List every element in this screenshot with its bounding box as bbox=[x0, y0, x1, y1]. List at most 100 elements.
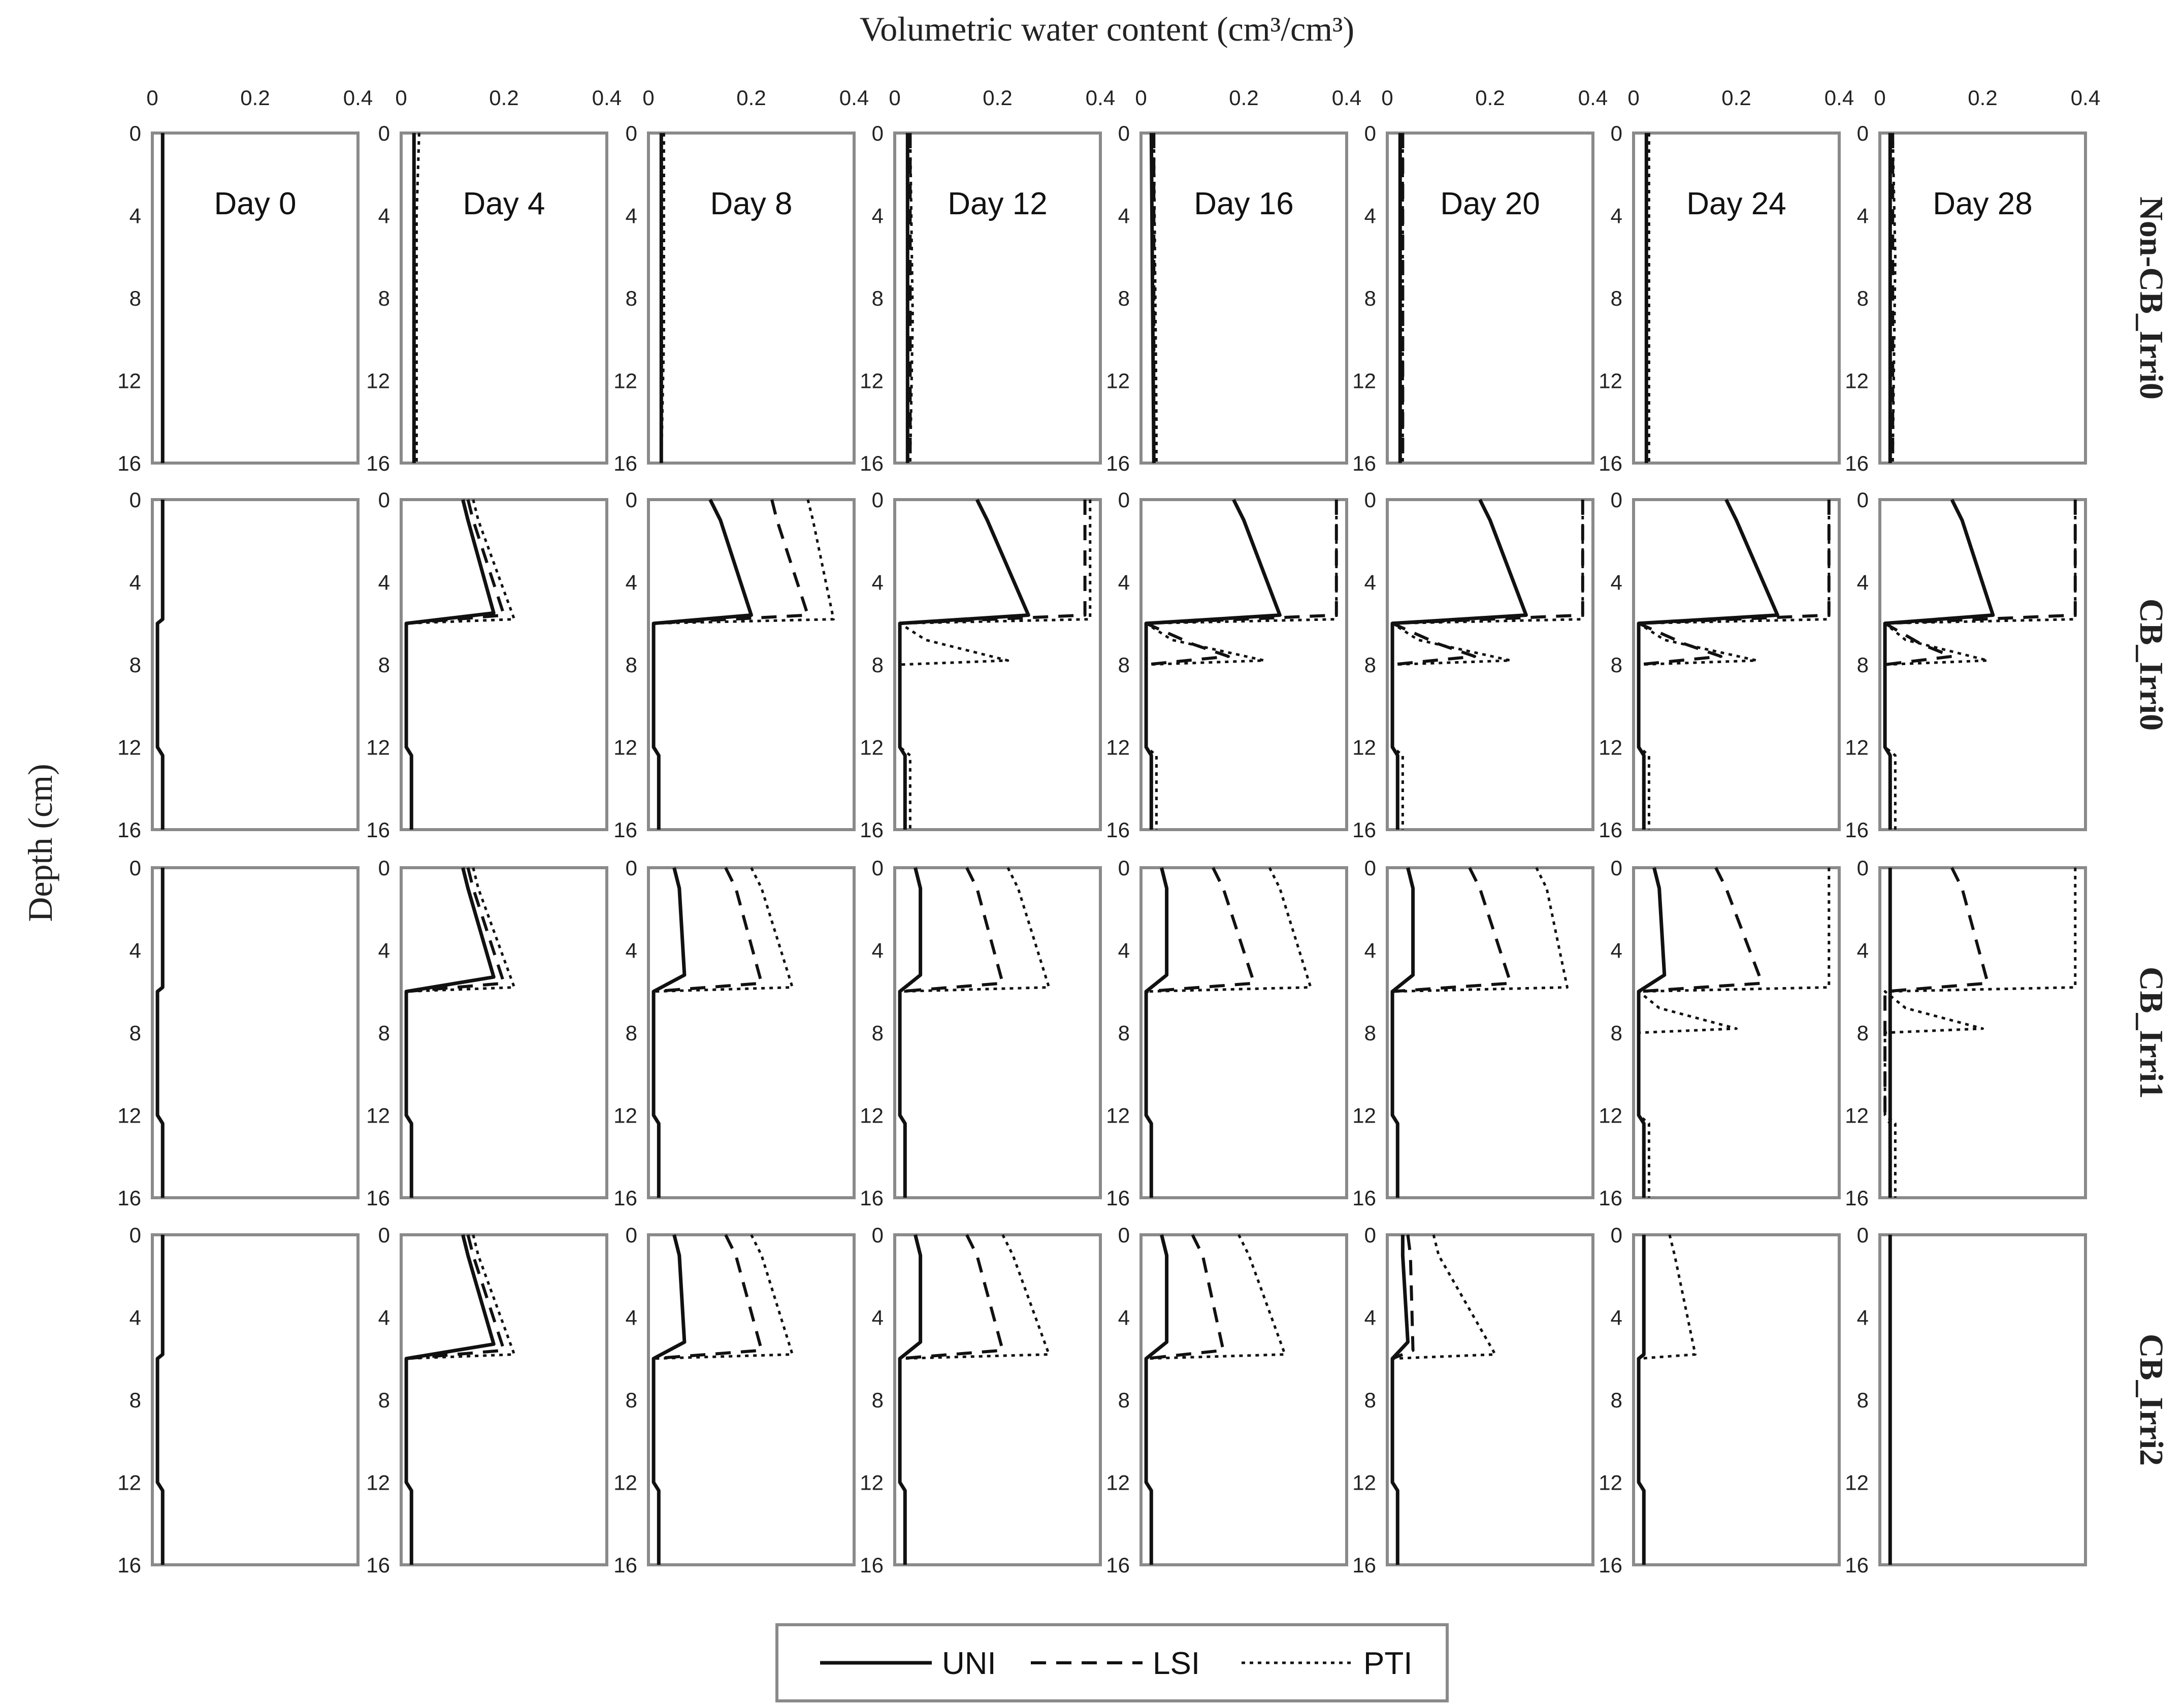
y-tick-label: 4 bbox=[1611, 939, 1622, 963]
y-tick-label: 8 bbox=[129, 286, 141, 310]
panel-title: Day 28 bbox=[1933, 186, 2032, 221]
x-tick-label: 0 bbox=[395, 86, 407, 110]
series-line-uni bbox=[1390, 1235, 1410, 1565]
x-tick-label: 0.4 bbox=[839, 86, 869, 110]
y-tick-label: 4 bbox=[1857, 571, 1869, 595]
y-tick-label: 4 bbox=[1364, 204, 1376, 228]
y-tick-label: 12 bbox=[1352, 369, 1376, 393]
series-line-pti bbox=[898, 500, 1092, 830]
x-tick-label: 0.4 bbox=[1578, 86, 1608, 110]
y-tick-label: 8 bbox=[872, 1021, 884, 1045]
series-line-uni bbox=[1637, 499, 1779, 830]
y-tick-label: 4 bbox=[1857, 1306, 1869, 1330]
row-label: CB_Irri2 bbox=[2133, 1334, 2170, 1466]
panel-frame bbox=[1878, 1233, 2087, 1566]
y-tick-label: 0 bbox=[378, 488, 390, 512]
panel-frame bbox=[1139, 866, 1348, 1199]
y-tick-label: 16 bbox=[1599, 451, 1622, 475]
y-tick-label: 8 bbox=[626, 1388, 637, 1412]
x-tick-label: 0 bbox=[1627, 86, 1639, 110]
y-tick-label: 8 bbox=[626, 653, 637, 677]
series-line-uni bbox=[404, 1234, 496, 1565]
y-tick-label: 8 bbox=[1364, 1388, 1376, 1412]
y-tick-label: 16 bbox=[613, 1186, 637, 1210]
y-tick-label: 12 bbox=[1599, 1471, 1622, 1495]
series-line-uni bbox=[1144, 499, 1282, 830]
y-tick-label: 8 bbox=[1857, 653, 1869, 677]
y-tick-label: 8 bbox=[626, 286, 637, 310]
y-tick-label: 4 bbox=[1118, 939, 1130, 963]
y-tick-label: 8 bbox=[1118, 653, 1130, 677]
series-line-pti bbox=[1637, 500, 1831, 830]
y-tick-label: 12 bbox=[860, 369, 884, 393]
y-tick-label: 16 bbox=[1599, 818, 1622, 842]
y-tick-label: 8 bbox=[1611, 286, 1622, 310]
panel-title: Day 4 bbox=[463, 186, 545, 221]
y-tick-label: 0 bbox=[872, 488, 884, 512]
panel-title: Day 20 bbox=[1440, 186, 1540, 221]
panel-title: Day 24 bbox=[1686, 186, 1786, 221]
y-tick-label: 16 bbox=[613, 451, 637, 475]
y-tick-label: 16 bbox=[613, 1553, 637, 1577]
y-tick-label: 8 bbox=[129, 1388, 141, 1412]
series-line-pti bbox=[415, 133, 420, 463]
y-tick-label: 4 bbox=[1364, 1306, 1376, 1330]
y-tick-label: 0 bbox=[378, 121, 390, 145]
y-tick-label: 8 bbox=[378, 286, 390, 310]
y-tick-label: 12 bbox=[1352, 1104, 1376, 1128]
y-tick-label: 16 bbox=[366, 1553, 390, 1577]
series-line-uni bbox=[651, 499, 753, 830]
y-tick-label: 4 bbox=[1857, 204, 1869, 228]
y-tick-label: 0 bbox=[626, 856, 637, 880]
y-tick-label: 0 bbox=[1611, 856, 1622, 880]
panel-frame bbox=[151, 866, 360, 1199]
y-tick-label: 4 bbox=[129, 571, 141, 595]
y-tick-label: 8 bbox=[378, 1388, 390, 1412]
y-tick-label: 12 bbox=[117, 369, 141, 393]
y-tick-label: 4 bbox=[1611, 1306, 1622, 1330]
panel-frame bbox=[1386, 498, 1594, 831]
y-tick-label: 12 bbox=[1106, 1471, 1130, 1495]
y-tick-label: 4 bbox=[872, 1306, 884, 1330]
legend-label: LSI bbox=[1153, 1646, 1200, 1681]
y-tick-label: 4 bbox=[129, 1306, 141, 1330]
y-tick-label: 16 bbox=[860, 1553, 884, 1577]
y-tick-label: 12 bbox=[1845, 736, 1869, 760]
y-tick-label: 0 bbox=[129, 488, 141, 512]
y-tick-label: 16 bbox=[860, 451, 884, 475]
y-tick-label: 16 bbox=[1352, 818, 1376, 842]
y-tick-label: 0 bbox=[1118, 856, 1130, 880]
series-line-uni bbox=[651, 1234, 687, 1565]
y-tick-label: 8 bbox=[1857, 1021, 1869, 1045]
y-tick-label: 8 bbox=[129, 1021, 141, 1045]
y-tick-label: 12 bbox=[1845, 369, 1869, 393]
y-tick-label: 12 bbox=[613, 736, 637, 760]
legend-label: UNI bbox=[942, 1646, 996, 1681]
y-tick-label: 16 bbox=[1106, 1186, 1130, 1210]
y-tick-label: 12 bbox=[1106, 736, 1130, 760]
y-tick-label: 12 bbox=[1352, 1471, 1376, 1495]
y-tick-label: 8 bbox=[378, 653, 390, 677]
x-tick-label: 0.2 bbox=[240, 86, 270, 110]
y-tick-label: 12 bbox=[366, 369, 390, 393]
y-tick-label: 4 bbox=[626, 571, 637, 595]
x-tick-label: 0.4 bbox=[1086, 86, 1115, 110]
y-tick-label: 12 bbox=[1599, 369, 1622, 393]
x-tick-label: 0 bbox=[889, 86, 900, 110]
